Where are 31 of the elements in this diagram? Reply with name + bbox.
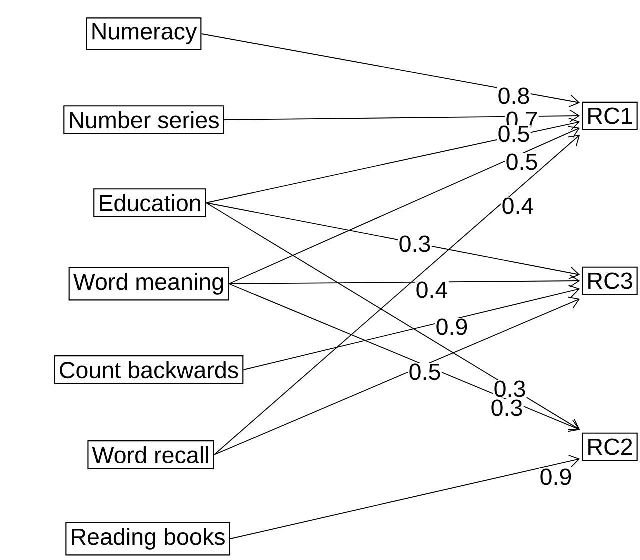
variable-box: Count backwards	[54, 356, 244, 384]
arrow	[201, 34, 580, 108]
variable-box: Word recall	[88, 440, 214, 470]
arrow	[214, 135, 580, 456]
arrow	[224, 110, 580, 123]
edge-label: 0.5	[505, 153, 539, 171]
variable-box: Number series	[64, 106, 224, 134]
variable-box: RC2	[582, 432, 638, 462]
arrow	[230, 454, 580, 540]
variable-box: RC3	[582, 266, 638, 296]
variable-box: Reading books	[66, 522, 230, 556]
edge-label: 0.4	[501, 197, 535, 215]
edge-label: 0.9	[539, 468, 573, 486]
variable-box: Numeracy	[86, 18, 202, 50]
arrow	[206, 202, 580, 280]
edge-label: 0.8	[497, 87, 531, 105]
arrow	[206, 202, 580, 430]
edge-label: 0.3	[398, 235, 432, 253]
edge-label: 0.3	[493, 380, 527, 398]
edge-label: 0.3	[490, 399, 524, 417]
variable-box: RC1	[582, 102, 638, 130]
edge-label: 0.4	[415, 281, 449, 299]
variable-box: Education	[94, 188, 206, 218]
arrow	[214, 297, 580, 456]
variable-box: Word meaning	[68, 267, 230, 301]
edge-label: 0.5	[408, 363, 442, 381]
arrow	[228, 274, 580, 288]
arrow	[228, 126, 580, 284]
edge-label: 0.9	[435, 318, 469, 336]
arrow	[243, 285, 580, 370]
arrow	[206, 118, 580, 204]
